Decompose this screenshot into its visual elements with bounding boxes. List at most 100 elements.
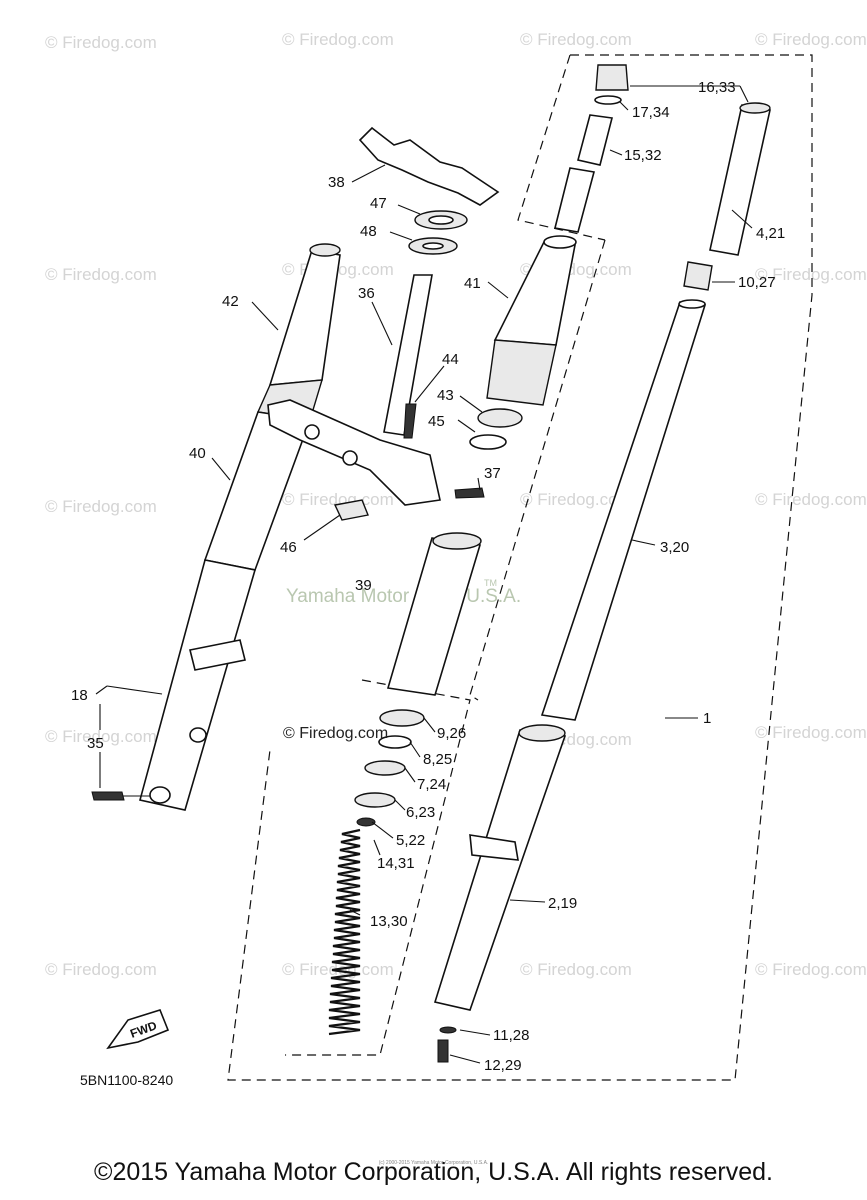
spring-coil [328,828,361,1036]
label-42[interactable]: 42 [222,293,239,310]
part-18-lower-leg [139,559,257,811]
watermark-text: © Firedog.com [45,265,157,284]
caliper-bracket [189,639,246,671]
axle-boss [149,786,171,804]
part-35-bolt[interactable] [91,791,125,801]
part-15-collar[interactable] [554,167,595,233]
part-42-cover-upper [268,249,341,386]
forward-direction-arrow: FWD [106,1009,170,1050]
outline-spring-group [285,679,471,1056]
cover-top-opening [543,235,577,249]
label-36[interactable]: 36 [358,285,375,302]
watermark-text: © Firedog.com [45,727,157,746]
footer-copyright: ©2015 Yamaha Motor Corporation, U.S.A. A… [94,1158,773,1186]
bracket-bolt-hole [342,450,358,466]
label-5-22[interactable]: 5,22 [396,832,425,849]
fine-print-copyright: (c) 2000-2015 Yamaha Motor Corporation, … [378,1160,489,1166]
label-44[interactable]: 44 [442,351,459,368]
watermark-text: © Firedog.com [755,490,867,509]
inline-firedog-copyright: © Firedog.com [283,725,388,742]
bracket-bolt-hole [304,424,320,440]
label-15-32[interactable]: 15,32 [624,147,662,164]
part-7-oil-seal[interactable] [364,760,406,776]
cover-lower [486,339,557,406]
label-10-27[interactable]: 10,27 [738,274,776,291]
part-17-o-ring[interactable] [594,95,622,105]
part-45-washer[interactable] [469,434,507,450]
watermark-text: © Firedog.com [755,723,867,742]
part-labels: 16,33 17,34 15,32 4,21 10,27 3,20 1 2,19… [71,79,785,1074]
watermark-text: © Firedog.com [45,960,157,979]
label-39[interactable]: 39 [355,577,372,594]
outline-damper-group [469,239,606,701]
trademark-mark: TM [484,578,497,588]
part-15-spacer[interactable] [577,114,613,166]
watermark-text: © Firedog.com [520,960,632,979]
label-8-25[interactable]: 8,25 [423,751,452,768]
part-38-bracket[interactable] [358,126,500,206]
label-4-21[interactable]: 4,21 [756,225,785,242]
part-37-bolt[interactable] [454,487,485,499]
part-16-cap-bolt[interactable] [595,64,629,91]
leader-lines [95,85,753,1064]
label-9-26[interactable]: 9,26 [437,725,466,742]
label-3-20[interactable]: 3,20 [660,539,689,556]
diagram-code: 5BN1100-8240 [80,1072,173,1088]
label-46[interactable]: 46 [280,539,297,556]
part-43-ring-nut[interactable] [477,408,523,428]
part-13-fork-spring[interactable] [328,828,361,1036]
part-12-bolt[interactable] [437,1039,449,1063]
assembly-outlines [227,54,813,1081]
part-5-bushing[interactable] [356,817,376,827]
label-2-19[interactable]: 2,19 [548,895,577,912]
outline-right-assembly [227,54,813,1081]
inner-tube-top [678,299,706,309]
label-7-24[interactable]: 7,24 [417,776,446,793]
label-47[interactable]: 47 [370,195,387,212]
watermark-text: © Firedog.com [45,497,157,516]
part-10-oil-lock-piece[interactable] [683,261,713,291]
front-fork-exploded-diagram: © Firedog.com © Firedog.com © Firedog.co… [45,30,867,1088]
label-1[interactable]: 1 [703,710,711,727]
fork-cap-left [309,243,341,257]
part-48-bearing-bore [422,242,444,250]
part-9-dust-seal[interactable] [379,709,425,727]
part-11-gasket[interactable] [439,1026,457,1034]
label-17-34[interactable]: 17,34 [632,104,670,121]
part-3-inner-tube[interactable] [540,301,707,721]
label-38[interactable]: 38 [328,174,345,191]
label-43[interactable]: 43 [437,387,454,404]
label-13-30[interactable]: 13,30 [370,913,408,930]
outline-cap-group [517,54,606,241]
yamaha-center-watermark: Yamaha Motor Corp. U.S.A. [286,586,521,607]
part-41-fork-cover[interactable] [486,235,577,406]
label-18[interactable]: 18 [71,687,88,704]
tube-top [432,532,482,550]
part-39-tube[interactable] [386,537,482,696]
watermark-text: © Firedog.com [520,30,632,49]
label-14-31[interactable]: 14,31 [377,855,415,872]
label-12-29[interactable]: 12,29 [484,1057,522,1074]
outer-tube-top [518,724,566,742]
label-11-28[interactable]: 11,28 [493,1027,529,1044]
watermark-text: © Firedog.com [282,30,394,49]
label-48[interactable]: 48 [360,223,377,240]
watermark-text: © Firedog.com [755,960,867,979]
label-41[interactable]: 41 [464,275,481,292]
label-16-33[interactable]: 16,33 [698,79,736,96]
label-45[interactable]: 45 [428,413,445,430]
label-37[interactable]: 37 [484,465,501,482]
caliper-boss [189,727,207,743]
cover-upper [493,239,576,346]
watermark-text: © Firedog.com [45,33,157,52]
fwd-arrow-shape [106,1009,170,1050]
label-35[interactable]: 35 [87,735,104,752]
part-6-washer[interactable] [354,792,396,808]
watermark-text: © Firedog.com [755,30,867,49]
label-40[interactable]: 40 [189,445,206,462]
watermark-text: © Firedog.com [282,490,394,509]
part-8-clip[interactable] [378,735,412,749]
part-44-bolt[interactable] [403,403,417,439]
label-6-23[interactable]: 6,23 [406,804,435,821]
outer-tube-bracket [469,834,519,861]
